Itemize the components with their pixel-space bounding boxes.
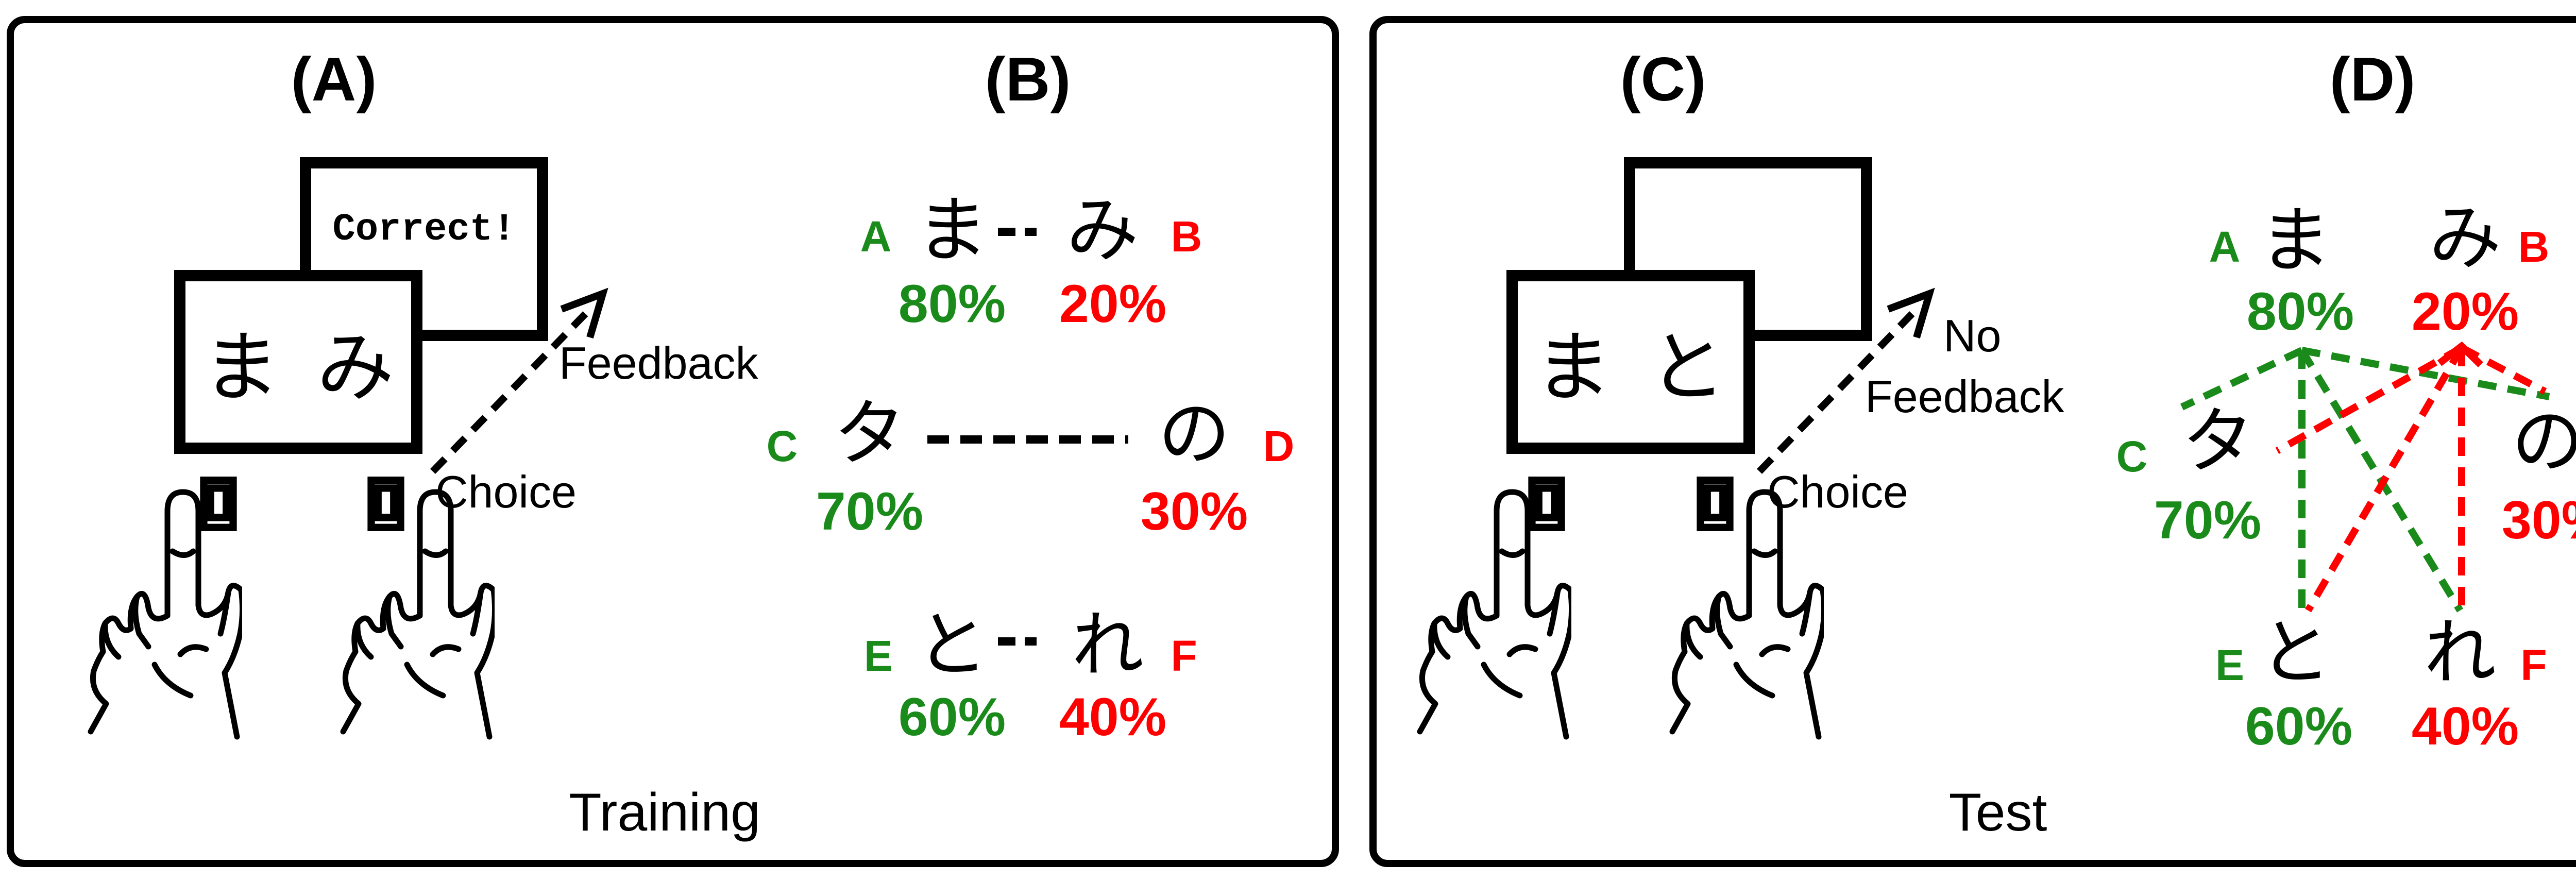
test-caption: Test [1949,783,2047,842]
panel-b-label: (B) [985,45,1071,114]
pair-cd-left-char: タ [834,392,906,476]
pair-ab-right-letter: B [1171,212,1202,261]
pair-cd-right-letter: D [1263,422,1295,470]
pair-ef-left-letter: E [864,632,893,680]
test-choice-label: Choice [1767,466,1908,517]
test-right-response-button [1700,480,1730,528]
node-b-letter: B [2518,223,2550,271]
node-f-letter: F [2520,641,2547,689]
node-e-pct: 60% [2245,697,2352,756]
pair-ab-left-pct: 80% [899,274,1006,334]
node-e-char: と [2259,611,2331,695]
node-b-pct: 20% [2412,282,2519,342]
link-b-arrowhead [2437,341,2483,368]
left-response-button [204,480,233,528]
node-a-letter: A [2209,223,2241,271]
no-feedback-arrow [1756,307,1920,474]
node-b-char: み [2429,196,2501,280]
link-a-c [2180,347,2303,411]
node-d-char: の [2512,400,2576,484]
node-e-letter: E [2215,641,2244,689]
node-c-pct: 70% [2154,490,2261,550]
pair-ef-left-pct: 60% [899,687,1006,747]
training-caption: Training [569,783,760,842]
pair-ef-right-letter: F [1171,632,1197,680]
pair-ab-left-char: ま [916,189,988,273]
pair-cd-right-pct: 30% [1141,482,1248,541]
feedback-text: Correct! [332,208,515,251]
pair-ef-right-char: れ [1072,603,1144,687]
pair-cd-right-char: の [1158,392,1230,476]
stimulus-left-char: ま [202,323,280,413]
test-stimulus-left-char: ま [1534,323,1612,413]
right-response-button [371,480,400,528]
stimulus-right-char: み [317,323,394,413]
panel-a-label: (A) [291,45,377,114]
node-a-pct: 80% [2247,282,2354,342]
pair-ab-right-char: み [1066,189,1139,273]
link-a-d [2301,347,2550,400]
right-hand-icon [343,492,495,737]
feedback-arrow [430,307,593,474]
no-feedback-label-line2: Feedback [1865,371,2064,422]
feedback-arrowhead [560,287,608,338]
node-f-char: れ [2424,611,2496,695]
pair-ef-right-pct: 40% [1059,687,1166,747]
link-b-e [2304,346,2465,613]
test-stimulus-screen [1506,270,1755,454]
pair-ab-right-pct: 20% [1059,274,1166,334]
panel-d-label: (D) [2330,45,2416,114]
test-panel-frame [1369,16,2576,867]
no-feedback-label-line1: No [1943,310,2002,361]
node-d-pct: 30% [2502,490,2576,550]
training-panel-frame [7,16,1339,867]
node-c-char: タ [2182,400,2254,484]
node-a-char: ま [2259,199,2331,283]
test-stimulus-right-char: と [1649,323,1726,413]
panel-c-label: (C) [1620,45,1706,114]
node-c-letter: C [2116,432,2148,481]
pair-cd-left-letter: C [767,422,798,470]
feedback-label: Feedback [559,337,758,388]
test-left-response-button [1532,480,1561,528]
link-b-c [2275,344,2464,454]
pair-ef-left-char: と [916,603,988,687]
no-feedback-arrowhead [1887,287,1935,338]
pair-ab-left-letter: A [860,212,892,261]
node-f-pct: 40% [2412,697,2519,756]
choice-label: Choice [435,466,577,517]
test-right-hand-icon [1672,492,1824,737]
pair-cd-left-pct: 70% [816,482,923,541]
stimulus-screen [174,270,422,454]
